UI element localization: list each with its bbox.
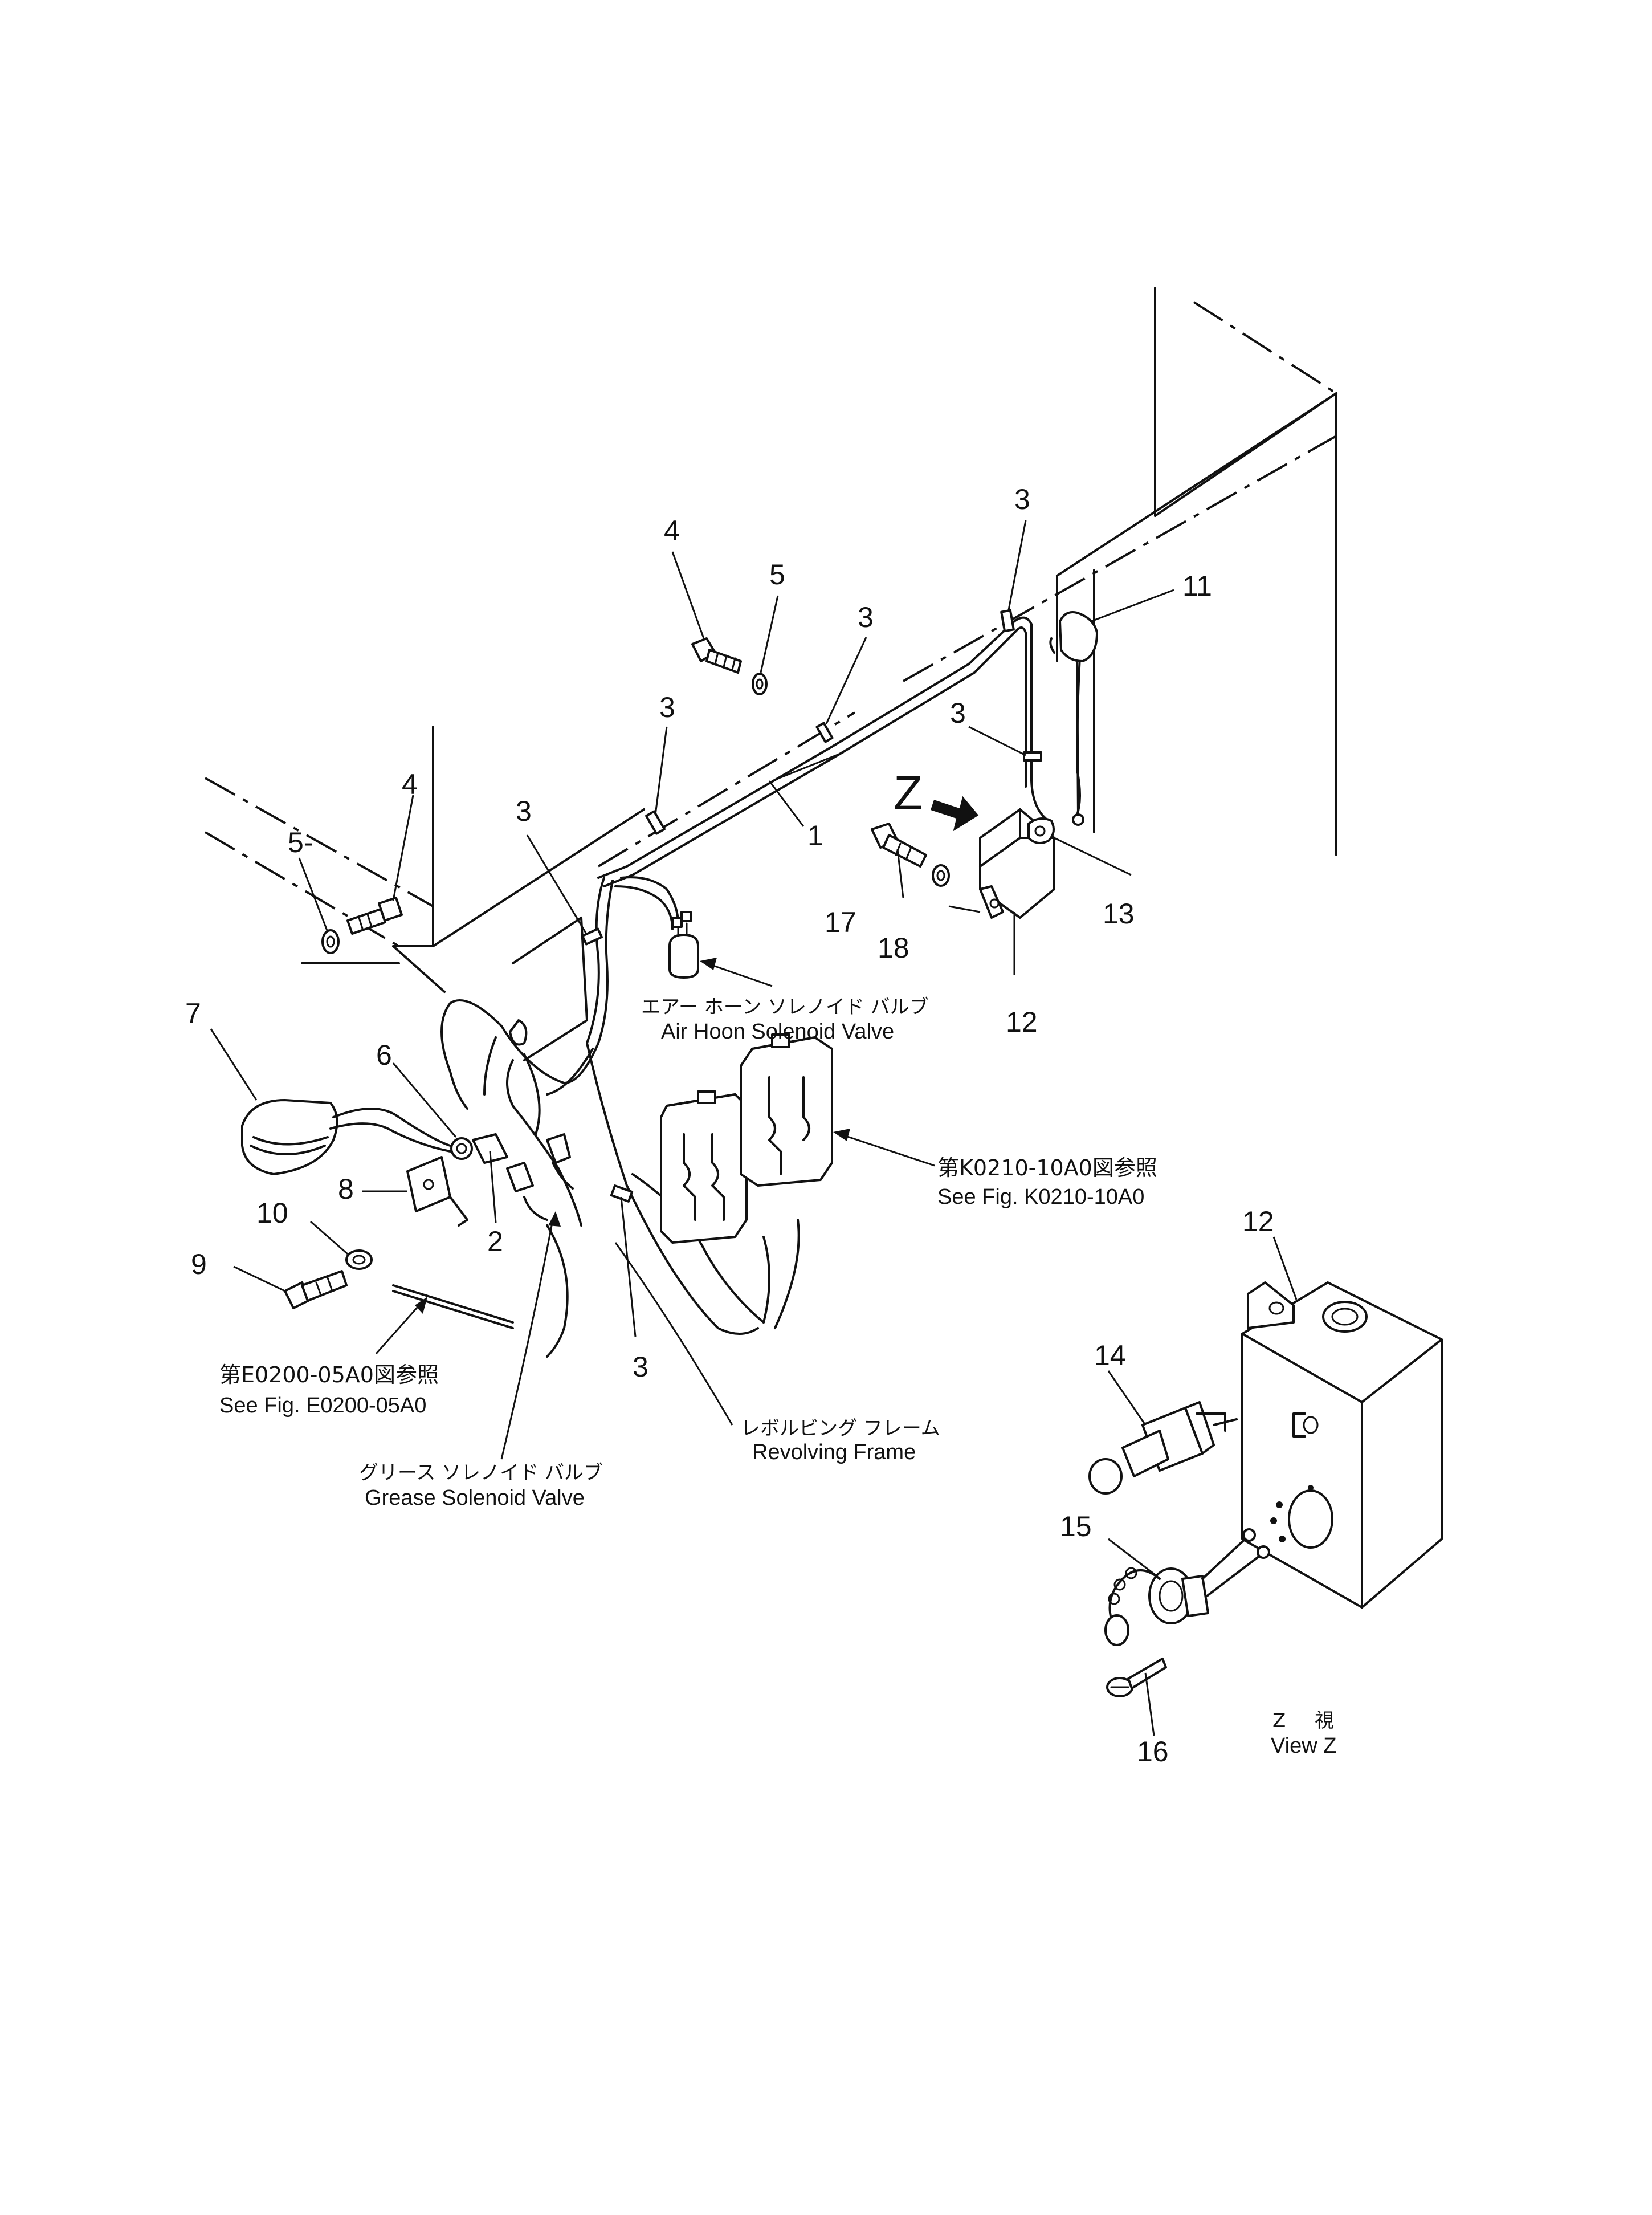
label-part-3: 3 — [516, 795, 532, 827]
bolt-part-4-lower — [346, 897, 403, 935]
leader-lines — [210, 520, 1298, 1736]
label-part-12: 12 — [1006, 1006, 1038, 1038]
label-part-15: 15 — [1060, 1510, 1092, 1542]
label-part-5: 5 — [769, 559, 785, 591]
washer-part-10 — [345, 1249, 373, 1270]
label-part-4: 4 — [664, 515, 680, 547]
air-horn-solenoid-connector — [668, 911, 699, 979]
label-part-2: 2 — [487, 1225, 503, 1257]
view-z-box — [1241, 1281, 1443, 1609]
wiring-harness — [440, 614, 1084, 1335]
washer-part-5-lower — [321, 929, 340, 954]
reference-arrows — [375, 958, 935, 1460]
label-part-11: 11 — [1182, 570, 1212, 602]
grease-valve-label-jp: グリース ソレノイド バルブ — [359, 1461, 603, 1484]
label-part-1: 1 — [807, 820, 823, 852]
ref-k0210-label-en: See Fig. K0210-10A0 — [937, 1185, 1144, 1209]
washer-part-5-upper — [752, 673, 768, 695]
revolving-frame-label-jp: レボルビング フレーム — [741, 1417, 940, 1440]
connector-part-6 — [450, 1133, 508, 1164]
label-part-13: 13 — [1103, 898, 1135, 930]
bracket-part-8 — [406, 1156, 468, 1227]
label-part-16: 16 — [1137, 1736, 1169, 1768]
label-part-17: 17 — [825, 906, 856, 938]
label-part-3: 3 — [659, 691, 675, 723]
cab-structure — [597, 287, 1337, 868]
ref-e0200-label-en: See Fig. E0200-05A0 — [219, 1394, 426, 1418]
lamp-assembly — [241, 1099, 451, 1175]
air-horn-valve-label-jp: エアー ホーン ソレノイド バルブ — [641, 996, 929, 1019]
label-part-7: 7 — [185, 997, 201, 1029]
view-z-title-en: View Z — [1271, 1734, 1336, 1758]
view-z-arrow — [931, 796, 979, 832]
clamps — [509, 609, 1042, 1203]
socket-part-15 — [1104, 1528, 1270, 1646]
horn-part-11 — [1049, 611, 1098, 826]
view-z-marker: Z — [894, 766, 923, 820]
bolt-part-4-upper — [691, 637, 742, 674]
washer-part-18 — [932, 864, 950, 887]
screw-part-16 — [1106, 1658, 1167, 1697]
view-z-title-jp: Z 視 — [1272, 1709, 1334, 1732]
grease-solenoid-connectors — [392, 1133, 574, 1358]
label-part-3: 3 — [950, 697, 966, 729]
callouts: エアー ホーン ソレノイド バルブ Air Hoon Solenoid Valv… — [219, 996, 1336, 1758]
part-labels: 1 2 3 3 3 3 3 3 4 4 5 5- 6 7 8 9 10 11 1… — [185, 483, 1274, 1768]
label-part-9: 9 — [191, 1248, 207, 1280]
bolt-part-9 — [284, 1270, 348, 1309]
label-part-3: 3 — [1014, 483, 1030, 515]
label-part-4: 4 — [402, 768, 418, 800]
revolving-frame-outline — [204, 726, 645, 993]
relay-boxes — [660, 1033, 833, 1244]
switch-box-part-12 — [979, 808, 1055, 919]
label-part-5: 5- — [288, 826, 313, 858]
label-part-3: 3 — [858, 601, 874, 633]
grease-valve-label-en: Grease Solenoid Valve — [365, 1486, 585, 1510]
label-part-3: 3 — [633, 1351, 648, 1383]
frame-mounting-plate — [512, 917, 588, 1061]
ref-k0210-label-jp: 第K0210-10A0図参照 — [937, 1155, 1157, 1180]
label-part-18: 18 — [878, 932, 909, 964]
switch-part-14 — [1088, 1401, 1238, 1495]
ref-e0200-label-jp: 第E0200-05A0図参照 — [219, 1362, 439, 1387]
label-part-10: 10 — [256, 1197, 288, 1229]
label-part-8: 8 — [338, 1173, 354, 1205]
air-horn-valve-label-en: Air Hoon Solenoid Valve — [661, 1020, 894, 1044]
label-part-6: 6 — [376, 1039, 392, 1071]
revolving-frame-label-en: Revolving Frame — [752, 1440, 916, 1464]
label-part-12: 12 — [1242, 1206, 1274, 1237]
bolt-part-17 — [871, 823, 927, 868]
label-part-14: 14 — [1094, 1339, 1126, 1371]
